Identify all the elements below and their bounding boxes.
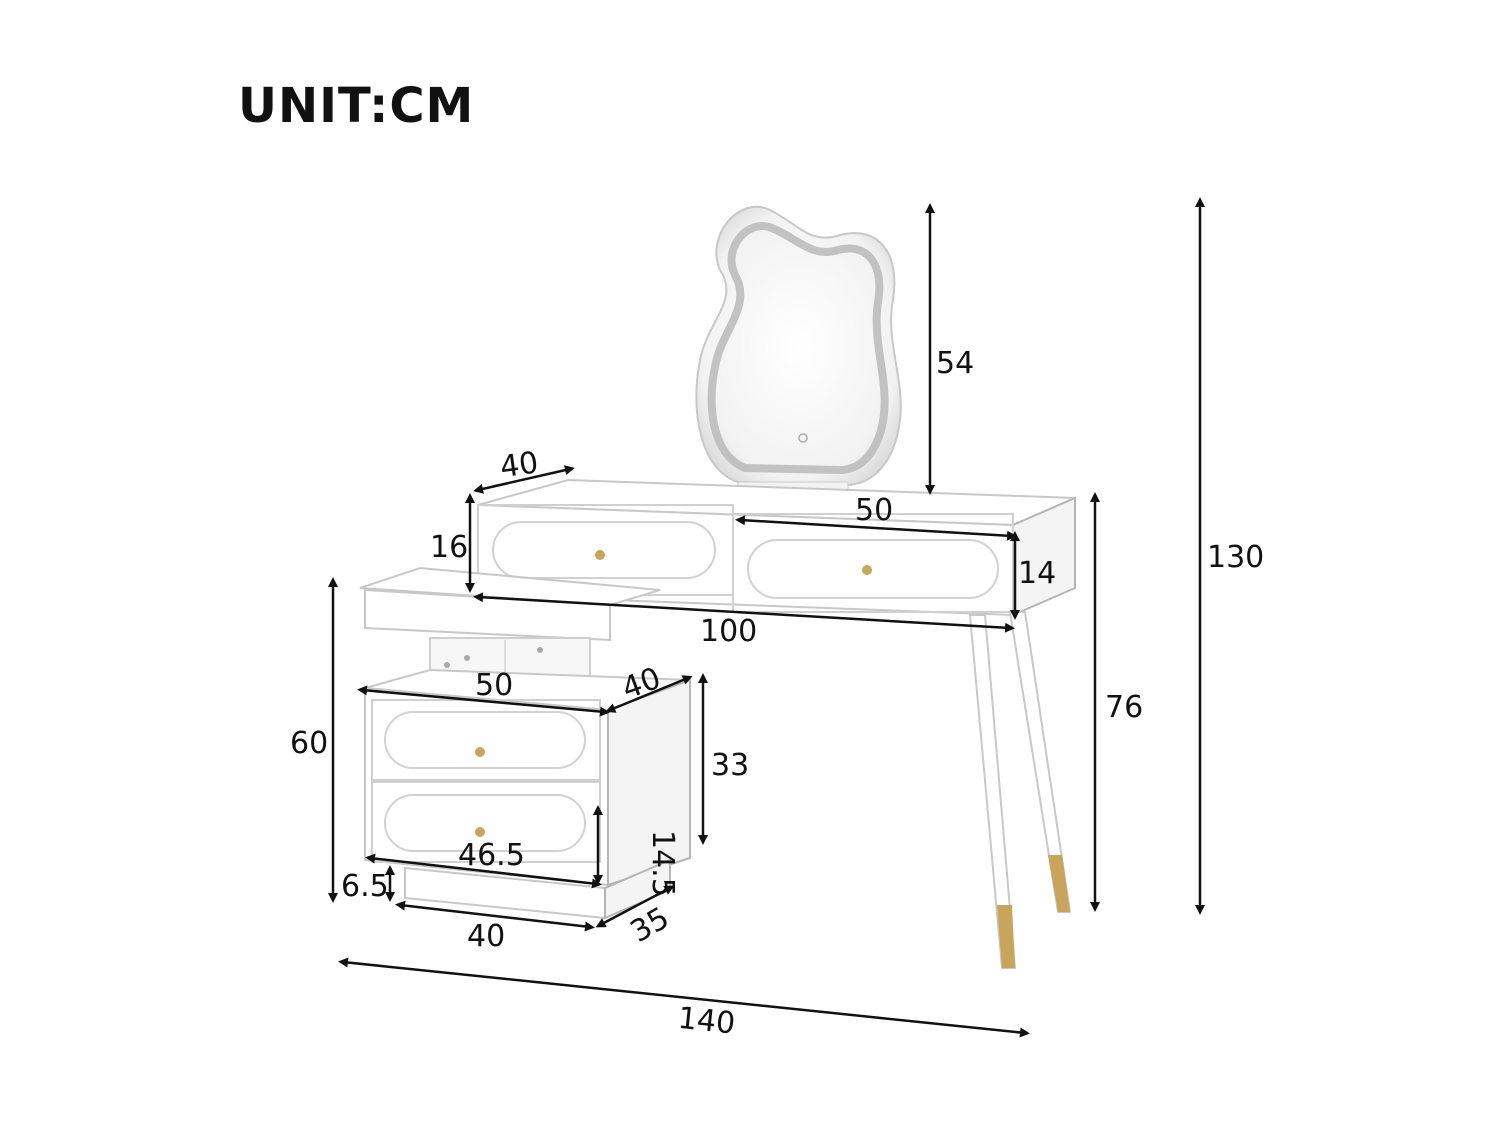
- dim-base-width: 40: [467, 919, 505, 954]
- dim-top-drawer-height: 16: [430, 530, 468, 565]
- dim-drawer-stack-height: 33: [711, 748, 749, 783]
- dim-top-depth: 40: [498, 445, 541, 485]
- dim-mirror-height: 54: [936, 346, 974, 381]
- dim-cabinet-height: 60: [290, 726, 328, 761]
- dim-desk-width: 100: [700, 614, 757, 649]
- dim-desk-height: 76: [1105, 690, 1143, 725]
- dimension-arrows: [328, 197, 1205, 1038]
- mirror: [695, 205, 902, 493]
- dim-total-height: 130: [1207, 540, 1264, 575]
- touch-button-icon: [798, 433, 808, 443]
- dim-base-height: 6.5: [341, 869, 389, 904]
- dim-drawer-width: 46.5: [458, 838, 525, 873]
- unit-title: UNIT:CM: [238, 78, 475, 134]
- drawer-knob-icon: [475, 827, 485, 837]
- desk-legs: [968, 611, 1072, 969]
- dim-top-drawer-width: 50: [855, 493, 893, 528]
- drawer-knob-icon: [595, 550, 605, 560]
- cabinet: [364, 668, 691, 920]
- drawer-knob-icon: [475, 747, 485, 757]
- dim-right-drawer-height: 14: [1018, 556, 1056, 591]
- dim-total-width: 140: [676, 1001, 737, 1042]
- drawer-knob-icon: [862, 565, 872, 575]
- dim-drawer-height: 14.5: [645, 830, 680, 897]
- dim-cabinet-width: 50: [475, 668, 513, 703]
